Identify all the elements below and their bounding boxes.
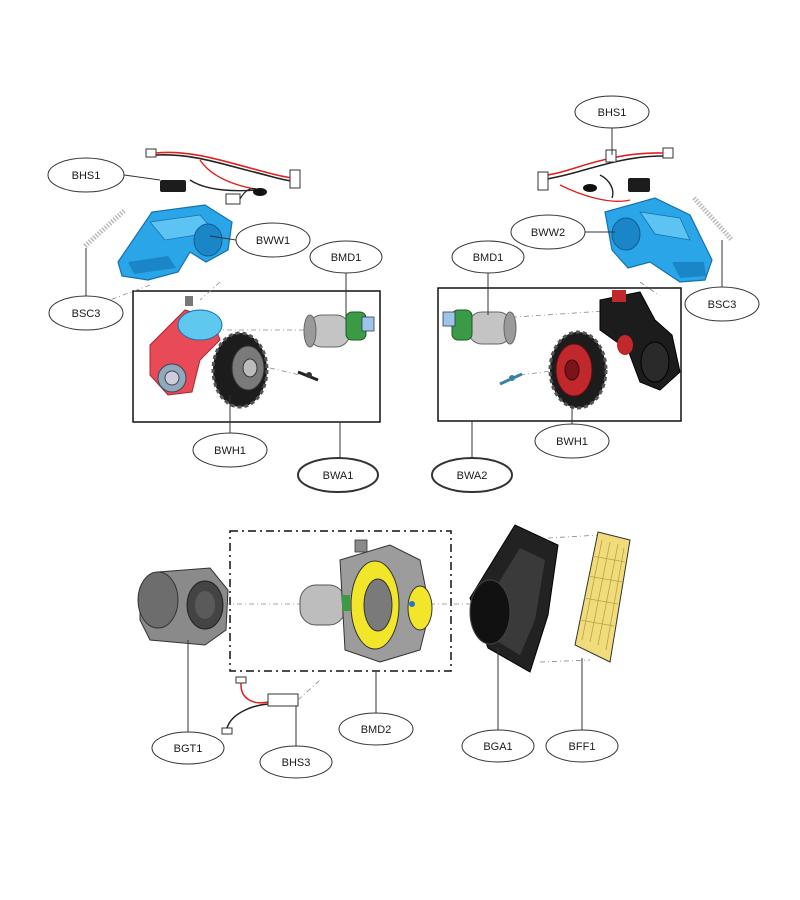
- harness-left: [145, 148, 301, 205]
- guide-line: [547, 534, 601, 539]
- callout-bmd2: BMD2: [338, 712, 414, 746]
- fan-duct-part: [137, 567, 229, 646]
- callout-bhs1-left: BHS1: [47, 157, 125, 193]
- callout-bwa2: BWA2: [431, 457, 513, 493]
- guide-line: [297, 679, 321, 701]
- gasket-part: [469, 524, 559, 673]
- callout-label: BHS1: [72, 170, 101, 182]
- callout-bww2: BWW2: [510, 214, 586, 250]
- callout-label: BWW2: [531, 227, 565, 239]
- callout-label: BMD2: [361, 724, 392, 736]
- callout-bww1: BWW1: [235, 222, 311, 258]
- fan-harness: [221, 676, 321, 735]
- callout-bmd1-right: BMD1: [451, 240, 525, 274]
- fan-motor: [299, 539, 433, 663]
- callout-bff1: BFF1: [545, 729, 619, 763]
- leader-lines: [85, 127, 723, 746]
- callout-label: BFF1: [569, 741, 596, 753]
- callout-label: BWA2: [457, 470, 488, 482]
- callout-label: BWA1: [323, 470, 354, 482]
- guide-line: [109, 284, 151, 301]
- wheel-well-housing-left: [117, 204, 233, 281]
- callout-label: BGA1: [483, 741, 512, 753]
- drive-motor-right: [442, 309, 517, 345]
- guide-line: [539, 659, 591, 663]
- callout-label: BHS1: [598, 107, 627, 119]
- callout-bga1: BGA1: [461, 729, 535, 763]
- screw-right: [499, 372, 523, 386]
- callout-label: BGT1: [174, 743, 203, 755]
- wheel-assembly-frame-left: [132, 290, 381, 423]
- filter-part: [574, 531, 631, 663]
- callout-bsc3-left: BSC3: [48, 295, 124, 331]
- callout-bwh1-right: BWH1: [534, 423, 610, 459]
- gear-box-right: [599, 290, 681, 391]
- harness-right: [537, 147, 674, 202]
- drive-motor-left: [303, 311, 375, 348]
- callout-label: BMD1: [473, 252, 504, 264]
- fan-motor-frame: [229, 530, 452, 672]
- screw-left: [297, 370, 319, 382]
- wheel-well-housing-right: [604, 197, 713, 283]
- callout-label: BWH1: [214, 445, 246, 457]
- callout-label: BMD1: [331, 252, 362, 264]
- guide-line: [269, 367, 301, 376]
- spring-left: [83, 208, 127, 248]
- guide-line: [519, 369, 561, 376]
- callout-label: BSC3: [72, 308, 101, 320]
- wheel-left: [211, 331, 269, 409]
- wheel-right: [548, 330, 608, 410]
- callout-label: BSC3: [708, 299, 737, 311]
- callout-bmd1-left: BMD1: [309, 240, 383, 274]
- callout-bwh1-left: BWH1: [192, 432, 268, 468]
- callout-bhs3: BHS3: [259, 745, 333, 779]
- callout-bsc3-right: BSC3: [684, 286, 760, 322]
- guide-line: [199, 281, 221, 301]
- callout-bgt1: BGT1: [151, 731, 225, 765]
- gear-box-left: [149, 296, 223, 396]
- callout-label: BHS3: [282, 757, 311, 769]
- callout-label: BWH1: [556, 436, 588, 448]
- callout-label: BWW1: [256, 235, 290, 247]
- callout-bwa1: BWA1: [297, 457, 379, 493]
- callout-bhs1-right: BHS1: [574, 95, 650, 129]
- wheel-assembly-frame-right: [437, 287, 682, 422]
- guide-line: [639, 281, 661, 297]
- spring-right: [692, 196, 734, 242]
